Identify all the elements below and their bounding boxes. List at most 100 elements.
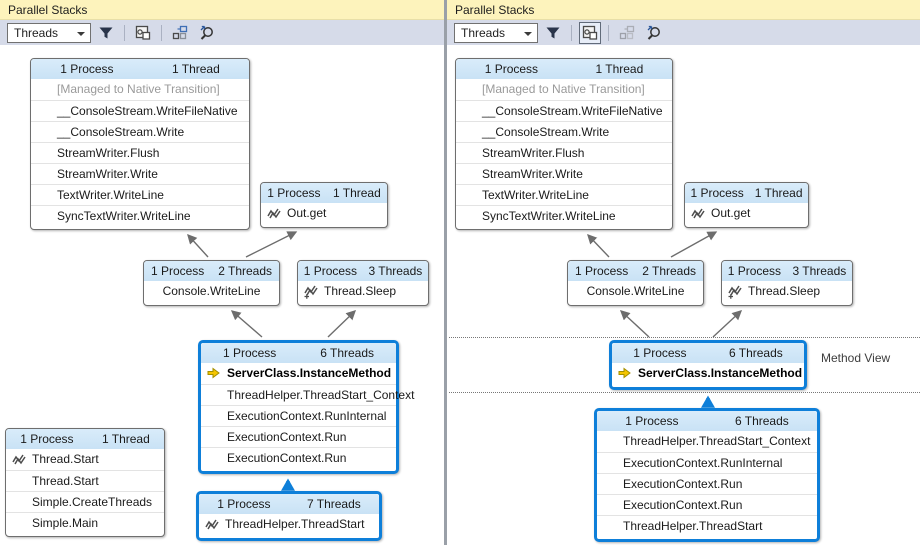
toolbar: Threads — [447, 20, 920, 45]
stack-frame-current[interactable]: ServerClass.InstanceMethod — [201, 363, 396, 384]
stack-frame[interactable]: Simple.Main — [6, 512, 164, 533]
stack-frame[interactable]: [Managed to Native Transition] — [57, 82, 220, 96]
stack-box-thread-sleep: 1 Process 3 Threads Thread.Sleep — [297, 260, 429, 306]
stack-box-header: 1 Process 1 Thread — [261, 183, 387, 203]
stack-frame[interactable]: __ConsoleStream.Write — [456, 121, 672, 142]
toggle-method-view-button[interactable] — [132, 22, 154, 44]
stack-box-main-root: 1 Process 1 Thread Thread.Start Thread.S… — [5, 428, 165, 537]
stack-box-header: 1 Process 6 Threads — [201, 343, 396, 363]
stack-frame[interactable]: SyncTextWriter.WriteLine — [456, 205, 672, 226]
thread-waiting-icon — [691, 208, 705, 219]
filter-threads-button[interactable] — [95, 22, 117, 44]
filter-threads-button[interactable] — [542, 22, 564, 44]
stack-box-thread-start: 1 Process 7 Threads ThreadHelper.ThreadS… — [196, 491, 382, 541]
stack-frame[interactable]: __ConsoleStream.Write — [31, 121, 249, 142]
stack-frame[interactable]: ThreadHelper.ThreadStart_Context — [201, 384, 414, 405]
stack-box-header: 1 Process 7 Threads — [199, 494, 379, 514]
stack-box-header: 1 Process 2 Threads — [144, 261, 279, 281]
flip-orientation-icon — [172, 25, 188, 39]
view-selector-dropdown[interactable]: Threads — [7, 22, 91, 43]
toolbar: Threads — [0, 20, 444, 45]
view-selector-dropdown[interactable]: Threads — [454, 22, 538, 43]
stack-frame[interactable]: __ConsoleStream.WriteFileNative — [456, 100, 672, 121]
toolbar-separator — [161, 24, 162, 41]
stack-box-header: 1 Process 6 Threads — [597, 411, 817, 431]
filter-icon — [546, 27, 560, 38]
parallel-stacks-panel-stack-view: Parallel Stacks Threads — [0, 0, 444, 545]
stack-frame[interactable]: Console.WriteLine — [162, 284, 261, 298]
stack-frame[interactable]: Out.get — [685, 203, 808, 224]
stack-frame[interactable]: Simple.CreateThreads — [6, 491, 164, 512]
stack-frame[interactable]: StreamWriter.Write — [456, 163, 672, 184]
thread-sleeping-icon — [304, 285, 318, 299]
chevron-down-icon — [524, 31, 532, 36]
method-view-lower-boundary — [449, 392, 920, 393]
stack-box-out-get: 1 Process 1 Thread Out.get — [684, 182, 809, 228]
current-frame-icon — [207, 367, 220, 379]
window-titlebar: Parallel Stacks — [447, 0, 920, 20]
toggle-method-view-button[interactable] — [579, 21, 601, 44]
stack-frame[interactable]: ExecutionContext.Run — [597, 473, 817, 494]
stack-frame[interactable]: ExecutionContext.Run — [201, 426, 396, 447]
thread-waiting-icon — [205, 519, 219, 530]
stack-box-header: 1 Process 1 Thread — [6, 429, 164, 449]
stack-frame[interactable]: ThreadHelper.ThreadStart — [597, 515, 817, 536]
stack-frame[interactable]: [Managed to Native Transition] — [482, 82, 645, 96]
stack-frame[interactable]: Thread.Sleep — [722, 281, 852, 302]
stack-frame[interactable]: StreamWriter.Flush — [31, 142, 249, 163]
stack-frame[interactable]: ExecutionContext.RunInternal — [201, 405, 396, 426]
zoom-icon — [647, 25, 660, 40]
stack-box-callers: 1 Process 6 Threads ThreadHelper.ThreadS… — [594, 408, 820, 542]
thread-waiting-icon — [267, 208, 281, 219]
stack-frame[interactable]: Thread.Start — [6, 470, 164, 491]
toolbar-separator — [608, 24, 609, 41]
stack-view-canvas: 1 Process 1 Thread [Managed to Native Tr… — [0, 45, 444, 545]
method-view-label: Method View — [821, 351, 891, 365]
stack-box-header: 1 Process 6 Threads — [612, 343, 804, 363]
zoom-control-button[interactable] — [642, 22, 664, 44]
stack-frame[interactable]: TextWriter.WriteLine — [456, 184, 672, 205]
window-title: Parallel Stacks — [455, 2, 535, 17]
stack-box-console-writeline: 1 Process 2 Threads Console.WriteLine — [143, 260, 280, 306]
stack-frame-current[interactable]: ServerClass.InstanceMethod — [612, 363, 804, 384]
stack-frame[interactable]: __ConsoleStream.WriteFileNative — [31, 100, 249, 121]
filter-icon — [99, 27, 113, 38]
method-view-canvas: Method View 1 Proc — [447, 45, 920, 545]
stack-frame[interactable]: Thread.Start — [6, 449, 164, 470]
stack-box-console-writeline: 1 Process 2 Threads Console.WriteLine — [567, 260, 704, 306]
stack-frame[interactable]: Out.get — [261, 203, 387, 224]
stack-box-method-view-pivot: 1 Process 6 Threads ServerClass.Instance… — [609, 340, 807, 390]
stack-box-thread-sleep: 1 Process 3 Threads Thread.Sleep — [721, 260, 853, 306]
stack-frame[interactable]: Thread.Sleep — [298, 281, 428, 302]
stack-box-header: 1 Process 3 Threads — [298, 261, 428, 281]
flip-orientation-icon — [619, 25, 635, 39]
chevron-down-icon — [77, 31, 85, 36]
stack-frame[interactable]: ThreadHelper.ThreadStart — [199, 514, 379, 535]
thread-sleeping-icon — [728, 285, 742, 299]
toolbar-separator — [124, 24, 125, 41]
method-view-icon — [135, 25, 151, 40]
stack-box-header: 1 Process 3 Threads — [722, 261, 852, 281]
window-title: Parallel Stacks — [8, 2, 88, 17]
stack-frame[interactable]: StreamWriter.Write — [31, 163, 249, 184]
zoom-icon — [200, 25, 213, 40]
stack-box-header: 1 Process 1 Thread — [456, 59, 672, 79]
stack-frame[interactable]: SyncTextWriter.WriteLine — [31, 205, 249, 226]
toolbar-separator — [571, 24, 572, 41]
thread-waiting-icon — [12, 454, 26, 465]
parallel-stacks-panel-method-view: Parallel Stacks Threads — [447, 0, 920, 545]
method-view-upper-boundary — [449, 337, 920, 338]
zoom-control-button[interactable] — [195, 22, 217, 44]
stack-frame[interactable]: ExecutionContext.Run — [201, 447, 396, 468]
stack-frame[interactable]: Console.WriteLine — [586, 284, 685, 298]
stack-frame[interactable]: StreamWriter.Flush — [456, 142, 672, 163]
stack-frame[interactable]: TextWriter.WriteLine — [31, 184, 249, 205]
stack-frame[interactable]: ExecutionContext.Run — [597, 494, 817, 515]
auto-scroll-button[interactable] — [169, 22, 191, 44]
stack-box-header: 1 Process 1 Thread — [685, 183, 808, 203]
stack-frame[interactable]: ThreadHelper.ThreadStart_Context — [623, 434, 811, 448]
stack-box-header: 1 Process 1 Thread — [31, 59, 249, 79]
stack-frame[interactable]: ExecutionContext.RunInternal — [597, 452, 817, 473]
stack-box-header: 1 Process 2 Threads — [568, 261, 703, 281]
auto-scroll-button — [616, 22, 638, 44]
